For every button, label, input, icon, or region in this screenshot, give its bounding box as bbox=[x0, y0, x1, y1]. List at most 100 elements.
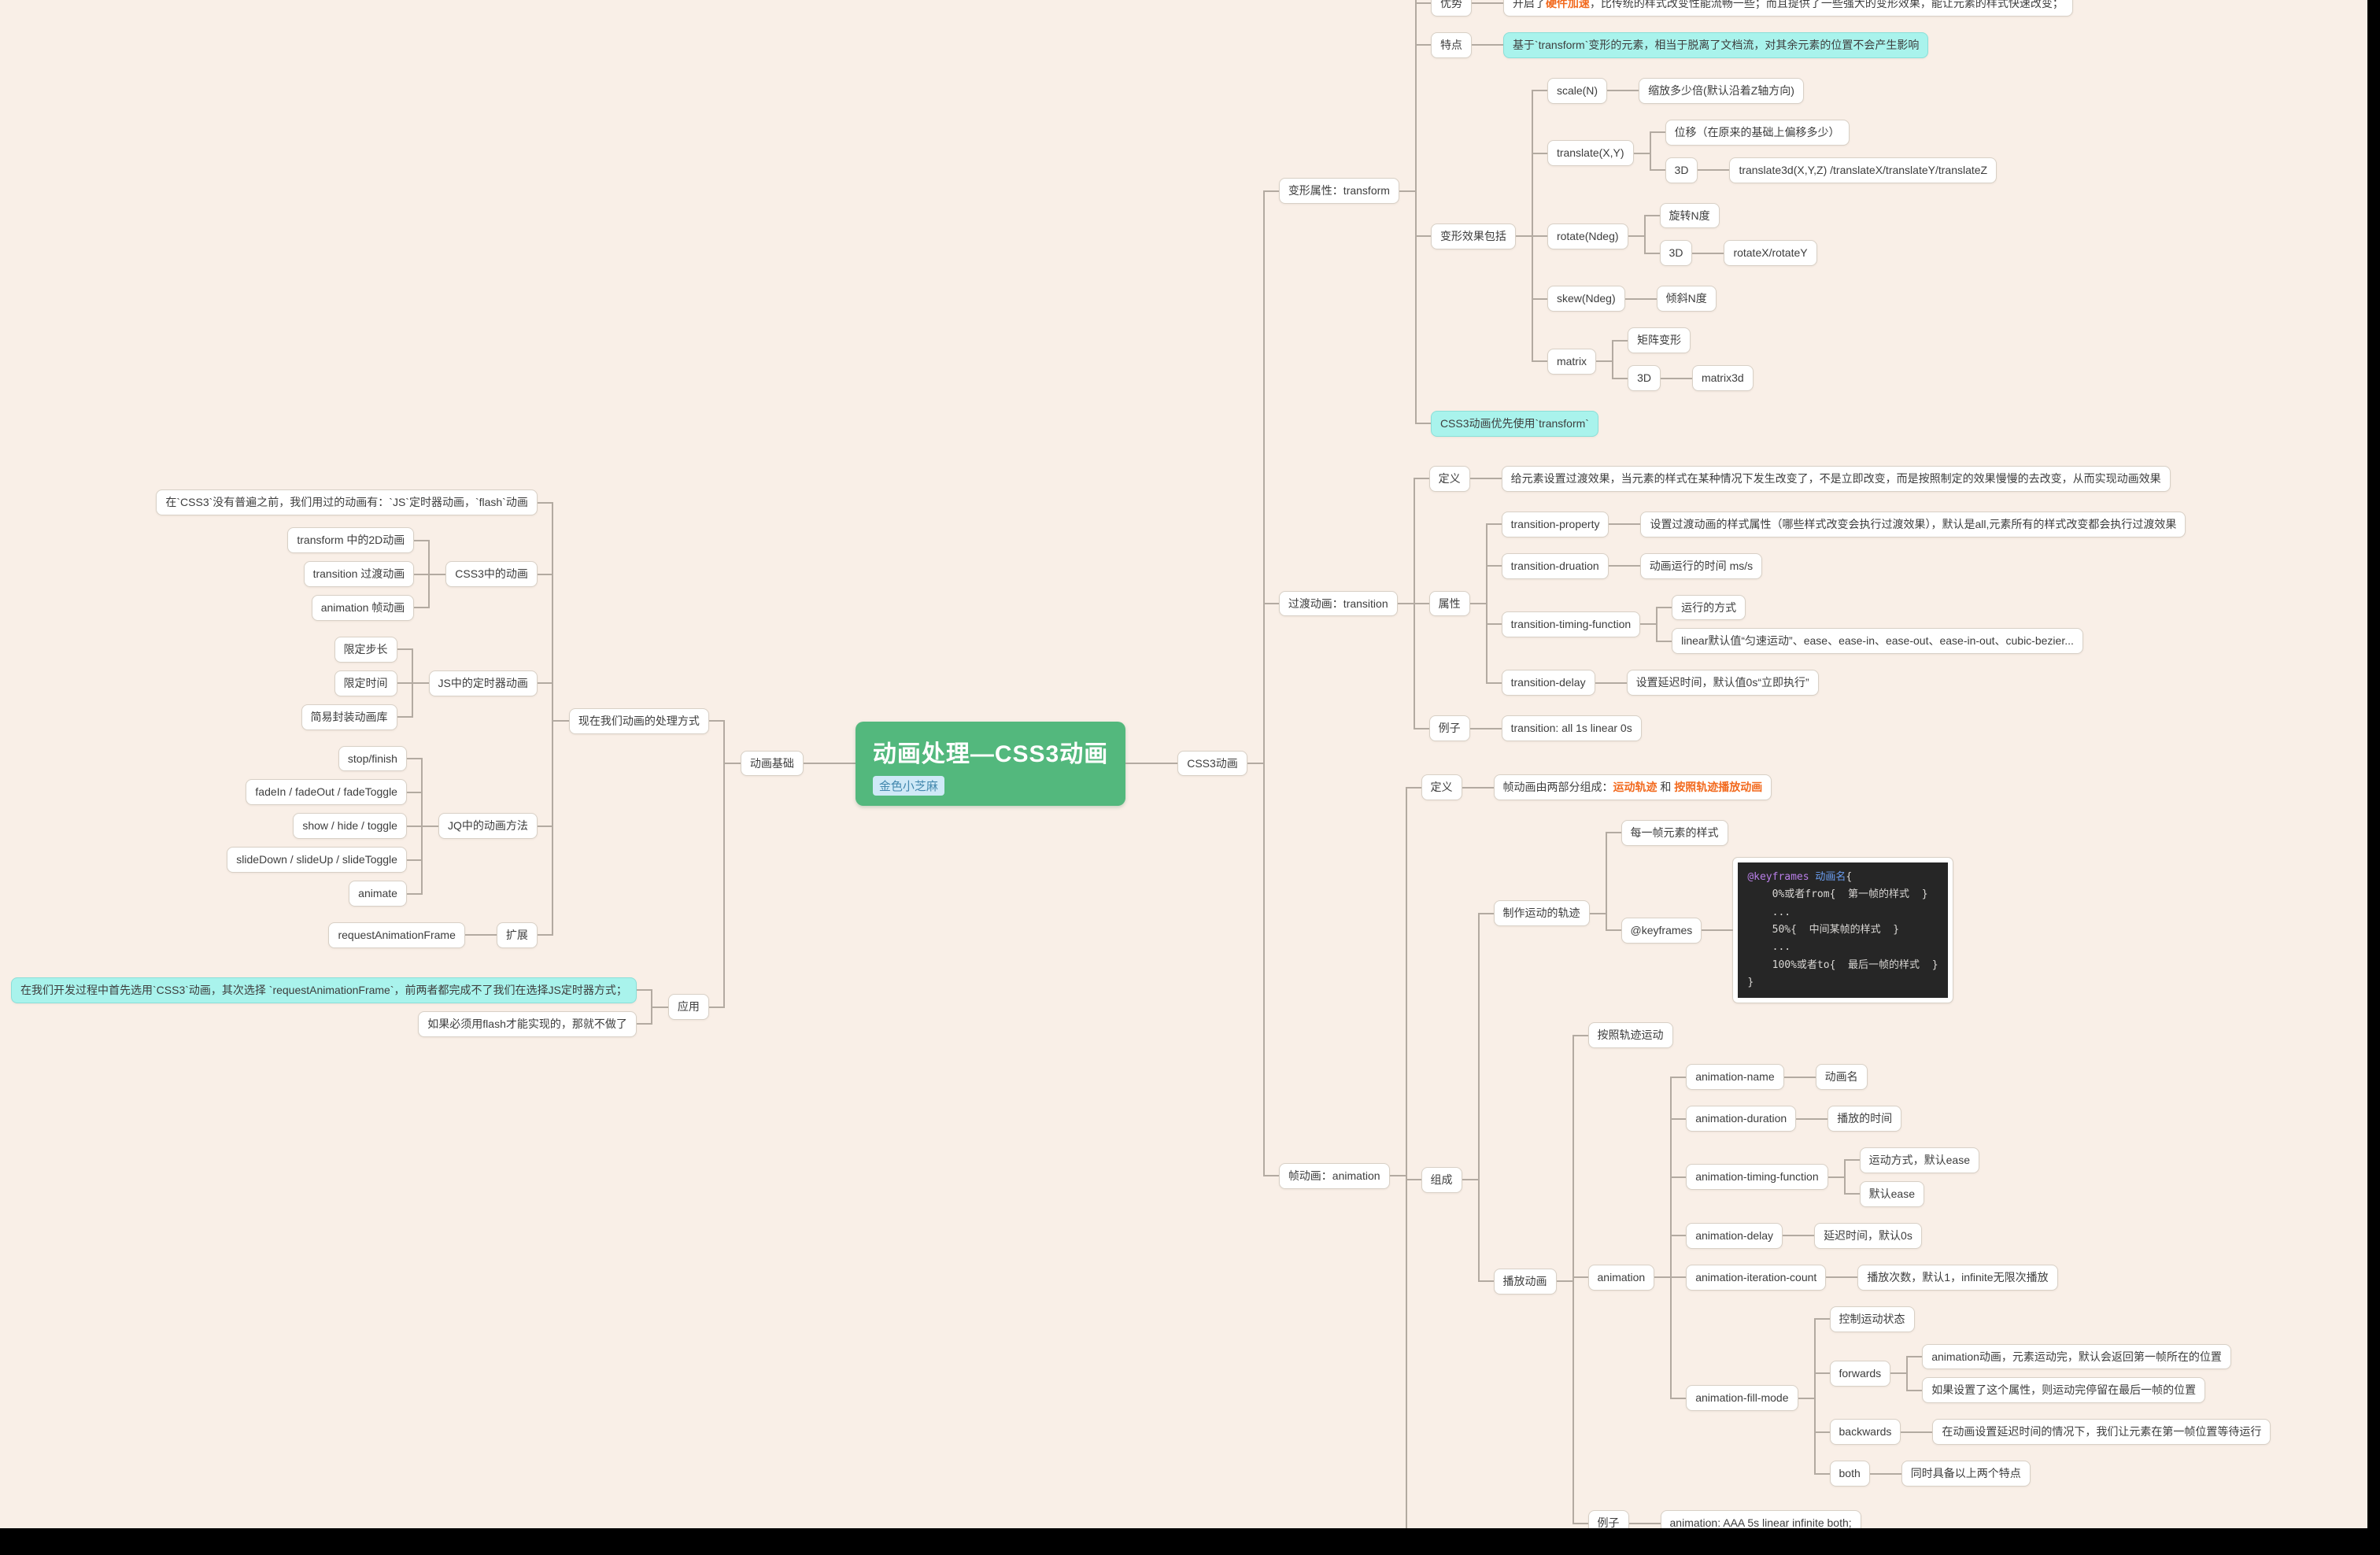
node-skew-ndeg[interactable]: skew(Ndeg) bbox=[1547, 286, 1625, 312]
node-animation[interactable]: animation 帧动画 bbox=[311, 594, 415, 621]
node-transition-property[interactable]: transition-property bbox=[1501, 511, 1609, 537]
mindmap: 动画基础 现在我们动画的处理方式 在`CSS3`没有普遍之前，我们用过的动画有：`J… bbox=[11, 0, 2367, 1555]
mindmap-node[interactable]: 每一帧元素的样式 bbox=[1621, 819, 1728, 846]
central-topic[interactable]: 动画处理—CSS3动画 金色小芝麻 bbox=[855, 721, 1126, 806]
mindmap-node[interactable]: 动画名 bbox=[1815, 1064, 1868, 1091]
node-scale-n[interactable]: scale(N) bbox=[1547, 77, 1608, 104]
node-transform[interactable]: 变形属性：transform bbox=[1278, 178, 1399, 204]
mindmap-node[interactable]: 特点 bbox=[1430, 31, 1472, 58]
mindmap-node[interactable]: 组成 bbox=[1421, 1167, 1462, 1193]
node-z[interactable]: 缩放多少倍(默认沿着Z轴方向) bbox=[1639, 77, 1804, 104]
node-matrix[interactable]: matrix bbox=[1547, 348, 1597, 375]
node-css3-js-flash[interactable]: 在`CSS3`没有普遍之前，我们用过的动画有：`JS`定时器动画，`flash`… bbox=[156, 489, 538, 516]
node-ms/s[interactable]: 动画运行的时间 ms/s bbox=[1639, 552, 1763, 579]
node-forwards[interactable]: forwards bbox=[1829, 1360, 1891, 1387]
mindmap-node[interactable]: 制作运动的轨迹 bbox=[1493, 900, 1590, 927]
mindmap-node[interactable]: 优势 bbox=[1430, 0, 1472, 17]
node-rotatex/rotatey[interactable]: rotateX/rotateY bbox=[1724, 240, 1817, 267]
node-n[interactable]: 倾斜N度 bbox=[1656, 286, 1717, 312]
node-animation[interactable]: animation bbox=[1587, 1264, 1655, 1291]
mindmap-node[interactable]: 扩展 bbox=[496, 922, 538, 948]
node-flash[interactable]: 如果必须用flash才能实现的，那就不做了 bbox=[418, 1010, 637, 1037]
mindmap-node[interactable]: 矩阵变形 bbox=[1628, 327, 1691, 354]
node-slidedown-/-slideup-/-slidetoggle[interactable]: slideDown / slideUp / slideToggle bbox=[227, 847, 407, 874]
child-branch: animation animation-name 动画名 animation-dura… bbox=[1572, 1052, 2271, 1502]
node-translate-x-y[interactable]: translate(X,Y) bbox=[1547, 140, 1634, 167]
node-animate[interactable]: animate bbox=[349, 881, 407, 907]
node-transition[interactable]: 过渡动画：transition bbox=[1278, 590, 1398, 617]
node-animation-timing-function[interactable]: animation-timing-function bbox=[1686, 1164, 1828, 1191]
node-css3[interactable]: CSS3中的动画 bbox=[445, 561, 538, 587]
node-animation-delay[interactable]: animation-delay bbox=[1686, 1222, 1783, 1249]
mindmap-node[interactable]: 播放动画 bbox=[1493, 1268, 1557, 1295]
node-css3[interactable]: CSS3动画 bbox=[1177, 750, 1247, 777]
node-1-infinite[interactable]: 播放次数，默认1，infinite无限次播放 bbox=[1857, 1264, 2058, 1291]
mindmap-node[interactable]: 控制运动状态 bbox=[1829, 1306, 1915, 1332]
mindmap-node[interactable]: 动画基础 bbox=[740, 750, 804, 777]
mindmap-node[interactable]: 位移（在原来的基础上偏移多少） bbox=[1665, 119, 1850, 146]
node-jq[interactable]: JQ中的动画方法 bbox=[438, 813, 538, 840]
node-0s[interactable]: 延迟时间，默认0s bbox=[1814, 1222, 1922, 1249]
node-transition-delay[interactable]: transition-delay bbox=[1501, 670, 1595, 696]
node-translate3d-x-y-z-/translatex/translatey[interactable]: translate3d(X,Y,Z) /translateX/translate… bbox=[1729, 157, 1998, 183]
mindmap-node[interactable]: 属性 bbox=[1428, 590, 1470, 617]
node-fadein-/-fadeout-/-fadetoggle[interactable]: fadeIn / fadeOut / fadeToggle bbox=[246, 779, 407, 806]
node-animation-fill-mode[interactable]: animation-fill-mode bbox=[1686, 1385, 1798, 1412]
mindmap-node[interactable]: 帧动画由两部分组成：运动轨迹 和 按照轨迹播放动画 bbox=[1493, 774, 1772, 800]
node-3d[interactable]: 3D bbox=[1659, 240, 1693, 267]
node-transition-all-1s-linear-0s[interactable]: transition: all 1s linear 0s bbox=[1501, 715, 1642, 742]
node-0s[interactable]: 设置延迟时间，默认值0s“立即执行” bbox=[1626, 670, 1819, 696]
mindmap-node[interactable]: 定义 bbox=[1428, 465, 1470, 492]
node-label-segment: 3D bbox=[1637, 371, 1651, 385]
node-linear-ease-ease-in-ease-out-ease-in-out[interactable]: linear默认值“匀速运动”、ease、ease-in、ease-out、ea… bbox=[1672, 628, 2083, 655]
node-ease[interactable]: 运动方式，默认ease bbox=[1859, 1147, 1979, 1173]
node-ease[interactable]: 默认ease bbox=[1859, 1180, 1924, 1207]
node-transition-timing-function[interactable]: transition-timing-function bbox=[1501, 611, 1641, 637]
node-animation-name[interactable]: animation-name bbox=[1686, 1064, 1784, 1091]
node-3d[interactable]: 3D bbox=[1665, 157, 1698, 183]
mindmap-node[interactable]: 同时具备以上两个特点 bbox=[1901, 1461, 2031, 1487]
node-transform[interactable]: 基于`transform`变形的元素，相当于脱离了文档流，对其余元素的位置不会产… bbox=[1502, 31, 1929, 58]
node-animation-iteration-count[interactable]: animation-iteration-count bbox=[1686, 1264, 1827, 1291]
node-transform-2d[interactable]: transform 中的2D动画 bbox=[287, 527, 415, 554]
mindmap-node[interactable]: 在动画设置延迟时间的情况下，我们让元素在第一帧位置等待运行 bbox=[1932, 1419, 2271, 1446]
node-@keyframes[interactable]: @keyframes bbox=[1621, 917, 1702, 944]
node-rotate-ndeg[interactable]: rotate(Ndeg) bbox=[1547, 223, 1628, 249]
node-js[interactable]: JS中的定时器动画 bbox=[428, 670, 538, 696]
keyframes-code-block[interactable]: @keyframes 动画名{ 0%或者from{ 第一帧的样式 } ... 5… bbox=[1732, 856, 1953, 1004]
mindmap-node[interactable]: 简易封装动画库 bbox=[301, 704, 397, 730]
node-requestanimationframe[interactable]: requestAnimationFrame bbox=[328, 922, 465, 948]
node-transition-druation[interactable]: transition-druation bbox=[1501, 552, 1609, 579]
mindmap-node[interactable]: 运行的方式 bbox=[1672, 594, 1746, 621]
node-label-segment: 默认ease bbox=[1868, 1187, 1915, 1200]
node-css3-transform[interactable]: CSS3动画优先使用`transform` bbox=[1430, 410, 1598, 437]
node-animation-duration[interactable]: animation-duration bbox=[1686, 1106, 1797, 1132]
mindmap-node[interactable]: 如果设置了这个属性，则运动完停留在最后一帧的位置 bbox=[1922, 1377, 2206, 1404]
mindmap-node[interactable]: 限定步长 bbox=[334, 636, 397, 663]
connector-stub bbox=[1596, 360, 1613, 363]
mindmap-node[interactable]: 例子 bbox=[1428, 715, 1470, 742]
node-stop/finish[interactable]: stop/finish bbox=[338, 745, 407, 772]
node-matrix3d[interactable]: matrix3d bbox=[1691, 365, 1754, 391]
node-3d[interactable]: 3D bbox=[1628, 365, 1661, 391]
mindmap-node[interactable]: 按照轨迹运动 bbox=[1587, 1022, 1673, 1049]
children-group: 动画运行的时间 ms/s bbox=[1624, 549, 1763, 583]
node-transition[interactable]: transition 过渡动画 bbox=[303, 561, 415, 587]
node-show-/-hide-/-toggle[interactable]: show / hide / toggle bbox=[293, 813, 407, 840]
connector-stub bbox=[1660, 377, 1676, 379]
mindmap-node[interactable]: 限定时间 bbox=[334, 670, 397, 696]
mindmap-node[interactable]: 现在我们动画的处理方式 bbox=[568, 707, 709, 734]
node-all[interactable]: 设置过渡动画的样式属性（哪些样式改变会执行过渡效果），默认是all,元素所有的样… bbox=[1640, 511, 2186, 537]
mindmap-node[interactable]: 定义 bbox=[1421, 774, 1462, 800]
node-css3-requestanimationframe-js[interactable]: 在我们开发过程中首先选用`CSS3`动画，其次选择 `requestAnimat… bbox=[11, 977, 637, 1003]
mindmap-node[interactable]: 应用 bbox=[667, 994, 709, 1021]
mindmap-node[interactable]: 变形效果包括 bbox=[1430, 223, 1516, 249]
mindmap-node[interactable]: 给元素设置过渡效果，当元素的样式在某种情况下发生改变了，不是立即改变，而是按照制… bbox=[1501, 465, 2171, 492]
mindmap-node[interactable]: 开启了硬件加速，比传统的样式改变性能流畅一些；而且提供了一些强大的变形效果，能让… bbox=[1502, 0, 2073, 17]
mindmap-node[interactable]: 播放的时间 bbox=[1828, 1106, 1902, 1132]
node-both[interactable]: both bbox=[1829, 1461, 1870, 1487]
node-animation[interactable]: 帧动画：animation bbox=[1278, 1163, 1390, 1189]
node-animation[interactable]: animation动画，元素运动完，默认会返回第一帧所在的位置 bbox=[1922, 1343, 2231, 1370]
node-backwards[interactable]: backwards bbox=[1829, 1419, 1901, 1446]
node-n[interactable]: 旋转N度 bbox=[1659, 202, 1720, 229]
